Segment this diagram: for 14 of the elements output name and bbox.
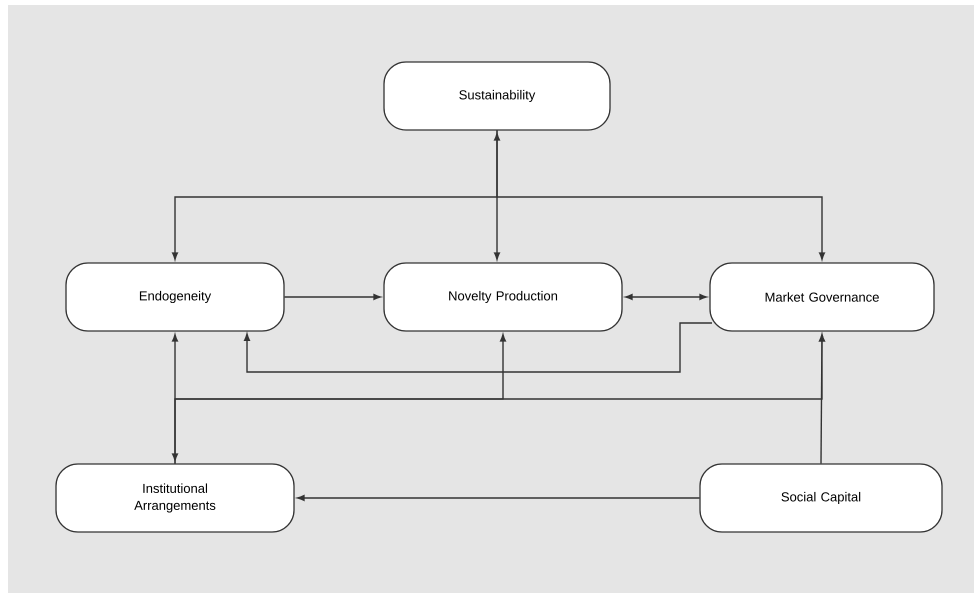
arrow — [625, 294, 707, 300]
process-box: Social Capital — [699, 463, 943, 533]
process-box: Endogeneity — [65, 262, 285, 332]
arrow — [244, 322, 712, 373]
arrow — [172, 334, 178, 461]
process-box: Market Governance — [709, 262, 935, 332]
arrow — [496, 130, 826, 260]
process-box: Sustainability — [383, 61, 611, 131]
arrow — [818, 334, 825, 464]
arrow — [297, 494, 700, 502]
arrow — [494, 133, 500, 260]
process-box: Institutional Arrangements — [55, 463, 295, 533]
arrow — [284, 294, 381, 300]
process-box: Novelty Production — [383, 262, 623, 332]
